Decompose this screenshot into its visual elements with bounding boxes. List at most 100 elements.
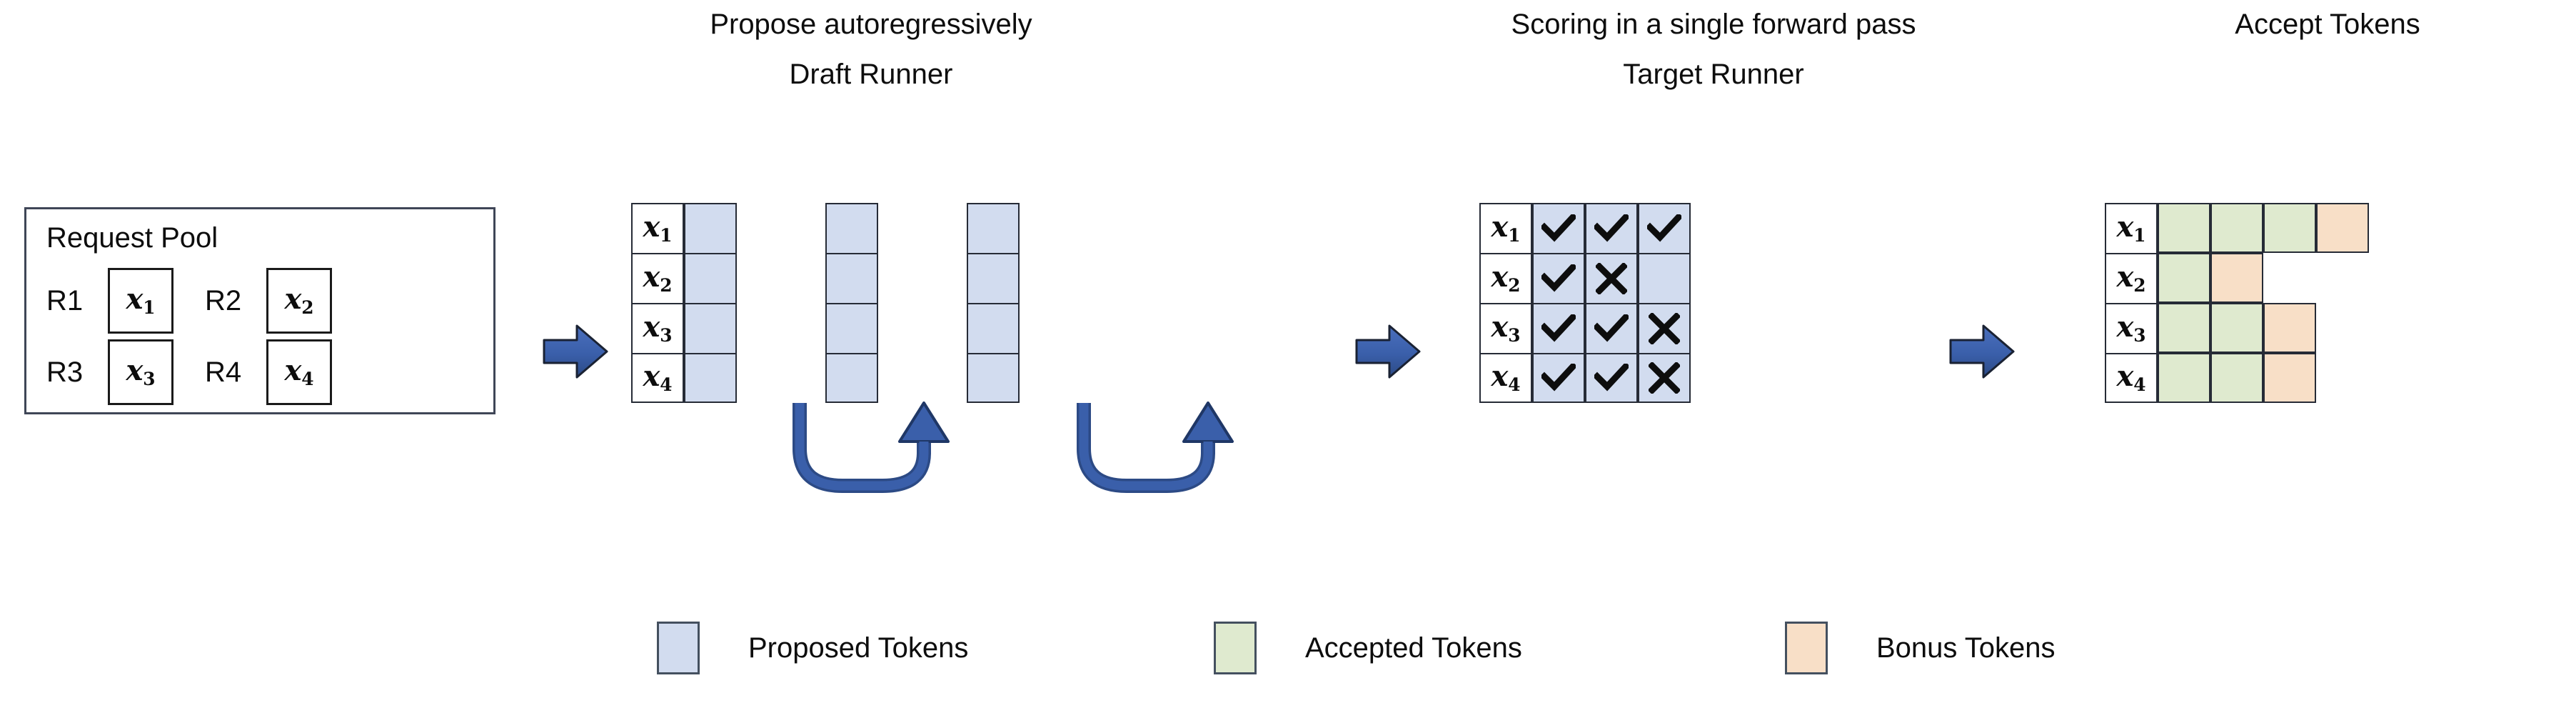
legend-label-proposed: Proposed Tokens — [748, 632, 969, 664]
accept-cell-r4-c1[interactable] — [2158, 353, 2210, 403]
draft-cell-c2-r2[interactable] — [825, 253, 878, 303]
target-score-column-2[interactable] — [1585, 203, 1638, 403]
legend-swatch-accepted — [1214, 622, 1257, 674]
draft-cell-c1-r3[interactable] — [684, 303, 737, 353]
arrow-draft-to-target-icon — [1355, 321, 1421, 382]
accept-cell-r4-c2[interactable] — [2210, 353, 2263, 403]
draft-cell-c2-r1[interactable] — [825, 203, 878, 253]
accept-cell-r4-c3-bonus[interactable] — [2263, 353, 2316, 403]
check-icon — [1586, 354, 1636, 402]
accept-cell-r2-c2-bonus[interactable] — [2210, 253, 2263, 303]
request-item-r4[interactable]: R4 x4 — [205, 339, 332, 405]
request-label-r2: R2 — [205, 284, 242, 316]
accept-row-label-x1: x1 — [2105, 203, 2158, 253]
check-icon — [1639, 204, 1689, 253]
draft-row-label-x1: x1 — [631, 203, 684, 253]
target-cell-r4-c1[interactable] — [1532, 353, 1585, 403]
target-row-label-x1: x1 — [1479, 203, 1532, 253]
target-score-column-3[interactable] — [1638, 203, 1691, 403]
target-score-column-1[interactable] — [1532, 203, 1585, 403]
accept-row-label-column: x1 x2 x3 x4 — [2105, 203, 2158, 403]
target-cell-r2-c1[interactable] — [1532, 253, 1585, 303]
check-icon — [1534, 254, 1584, 303]
target-cell-r4-c2[interactable] — [1585, 353, 1638, 403]
target-caption-runner: Target Runner — [1623, 59, 1804, 90]
draft-cell-c3-r4[interactable] — [967, 353, 1020, 403]
accept-tokens-grid: x1 x2 x3 x4 — [2105, 203, 2547, 410]
draft-caption-propose: Propose autoregressively — [710, 9, 1032, 40]
request-token-box-r4: x4 — [266, 339, 332, 405]
check-icon — [1534, 304, 1584, 353]
target-cell-r3-c2[interactable] — [1585, 303, 1638, 353]
accept-cell-r3-c2[interactable] — [2210, 303, 2263, 353]
request-label-r1: R1 — [46, 284, 84, 316]
target-row-label-x3: x3 — [1479, 303, 1532, 353]
legend-label-accepted: Accepted Tokens — [1305, 632, 1522, 664]
draft-proposal-column-1[interactable] — [684, 203, 737, 403]
target-cell-r3-c3[interactable] — [1638, 303, 1691, 353]
accept-cell-r2-c1[interactable] — [2158, 253, 2210, 303]
arrow-target-to-accept-icon — [1949, 321, 2015, 382]
accept-row-label-x2: x2 — [2105, 253, 2158, 303]
accept-cell-r1-c1[interactable] — [2158, 203, 2210, 253]
draft-cell-c1-r2[interactable] — [684, 253, 737, 303]
draft-runner-grid: x1 x2 x3 x4 — [631, 203, 1259, 410]
draft-cell-c2-r4[interactable] — [825, 353, 878, 403]
request-pool-title: Request Pool — [46, 222, 218, 254]
target-cell-r1-c2[interactable] — [1585, 203, 1638, 253]
accept-row-label-x3: x3 — [2105, 303, 2158, 353]
draft-cell-c3-r3[interactable] — [967, 303, 1020, 353]
target-row-label-x2: x2 — [1479, 253, 1532, 303]
draft-cell-c2-r3[interactable] — [825, 303, 878, 353]
legend-item-proposed: Proposed Tokens — [657, 622, 968, 674]
target-cell-r4-c3[interactable] — [1638, 353, 1691, 403]
draft-cell-c1-r1[interactable] — [684, 203, 737, 253]
request-item-r3[interactable]: R3 x3 — [46, 339, 173, 405]
draft-cell-c3-r2[interactable] — [967, 253, 1020, 303]
draft-proposal-column-3[interactable] — [967, 203, 1020, 403]
request-item-r1[interactable]: R1 x1 — [46, 268, 173, 334]
legend: Proposed Tokens Accepted Tokens Bonus To… — [0, 616, 2576, 680]
target-cell-r2-c2[interactable] — [1585, 253, 1638, 303]
legend-swatch-proposed — [657, 622, 700, 674]
target-runner-grid: x1 x2 x3 x4 — [1479, 203, 1886, 410]
request-token-box-r3: x3 — [108, 339, 173, 405]
target-cell-r3-c1[interactable] — [1532, 303, 1585, 353]
accept-cell-r1-c4-bonus[interactable] — [2316, 203, 2369, 253]
request-item-r2[interactable]: R2 x2 — [205, 268, 332, 334]
draft-cell-c3-r1[interactable] — [967, 203, 1020, 253]
cross-icon — [1639, 354, 1689, 402]
target-row-label-column: x1 x2 x3 x4 — [1479, 203, 1532, 403]
draft-cell-c1-r4[interactable] — [684, 353, 737, 403]
request-pool-row-2: R3 x3 R4 x4 — [46, 339, 332, 405]
target-cell-r1-c3[interactable] — [1638, 203, 1691, 253]
check-icon — [1534, 354, 1584, 402]
target-row-label-x4: x4 — [1479, 353, 1532, 403]
accept-cell-r1-c2[interactable] — [2210, 203, 2263, 253]
request-token-box-r2: x2 — [266, 268, 332, 334]
legend-item-accepted: Accepted Tokens — [1214, 622, 1522, 674]
target-cell-r2-c3[interactable] — [1638, 253, 1691, 303]
request-label-r3: R3 — [46, 356, 84, 388]
token-glyph-x3: x3 — [126, 353, 156, 389]
target-cell-r1-c1[interactable] — [1532, 203, 1585, 253]
draft-proposal-column-2[interactable] — [825, 203, 878, 403]
accept-cell-r3-c1[interactable] — [2158, 303, 2210, 353]
request-label-r4: R4 — [205, 356, 242, 388]
cross-icon — [1639, 304, 1689, 353]
accept-cell-r3-c3-bonus[interactable] — [2263, 303, 2316, 353]
legend-label-bonus: Bonus Tokens — [1876, 632, 2056, 664]
legend-item-bonus: Bonus Tokens — [1785, 622, 2056, 674]
check-icon — [1534, 204, 1584, 253]
check-icon — [1586, 204, 1636, 253]
request-pool-row-1: R1 x1 R2 x2 — [46, 268, 332, 334]
accept-cell-r1-c3[interactable] — [2263, 203, 2316, 253]
draft-loop-arrow-2-icon — [1067, 397, 1238, 509]
draft-caption-runner: Draft Runner — [789, 59, 953, 90]
token-glyph-x1: x1 — [126, 281, 156, 318]
token-glyph-x2: x2 — [284, 281, 314, 318]
draft-loop-arrow-1-icon — [783, 397, 954, 509]
check-icon — [1586, 304, 1636, 353]
token-glyph-x4: x4 — [284, 353, 314, 389]
accept-row-label-x4: x4 — [2105, 353, 2158, 403]
